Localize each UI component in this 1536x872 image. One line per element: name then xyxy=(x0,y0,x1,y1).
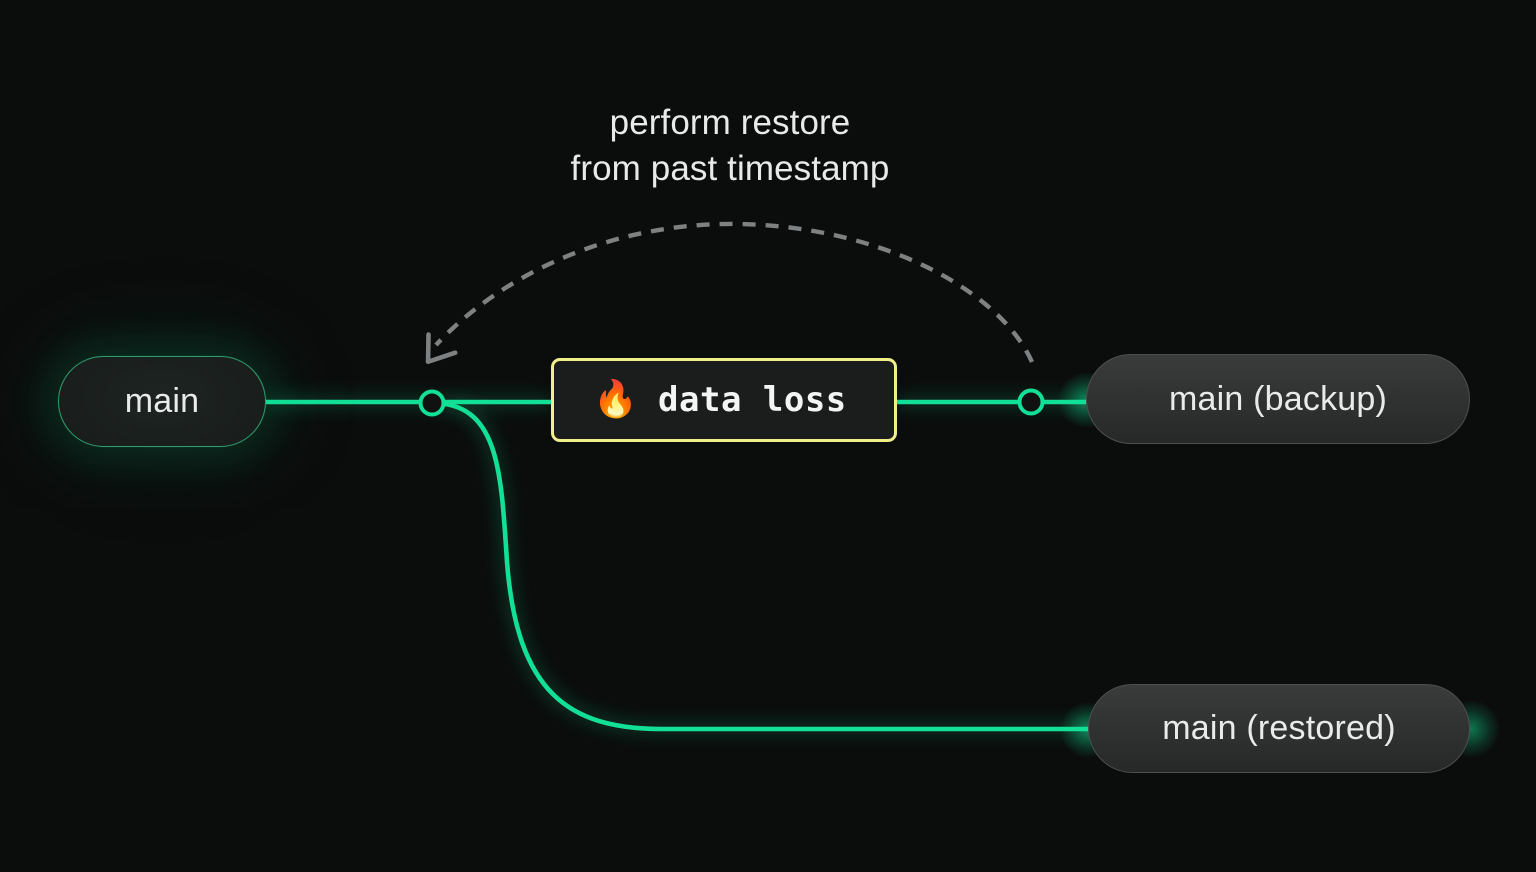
commit-dot-backup-point[interactable] xyxy=(1017,388,1045,416)
restore-annotation-text: perform restore from past timestamp xyxy=(570,103,890,188)
node-main[interactable]: main xyxy=(58,356,266,447)
edge-branch-to-restored xyxy=(429,400,1091,732)
node-main-backup-label: main (backup) xyxy=(1168,379,1388,418)
edge-restore-arc xyxy=(434,221,1035,363)
trunk-glow xyxy=(266,398,1088,732)
fire-emoji: 🔥 xyxy=(593,378,639,419)
node-main-restored[interactable]: main (restored) xyxy=(1088,684,1470,773)
event-data-loss[interactable]: 🔥 data loss xyxy=(551,358,897,442)
event-data-loss-label: data loss xyxy=(658,380,847,420)
node-main-restored-label: main (restored) xyxy=(1162,709,1396,747)
restore-arrow-head-icon xyxy=(425,332,458,365)
commit-dot-branch-point[interactable] xyxy=(418,389,446,417)
node-main-backup[interactable]: main (backup) xyxy=(1086,354,1470,444)
node-main-label: main xyxy=(124,382,200,420)
